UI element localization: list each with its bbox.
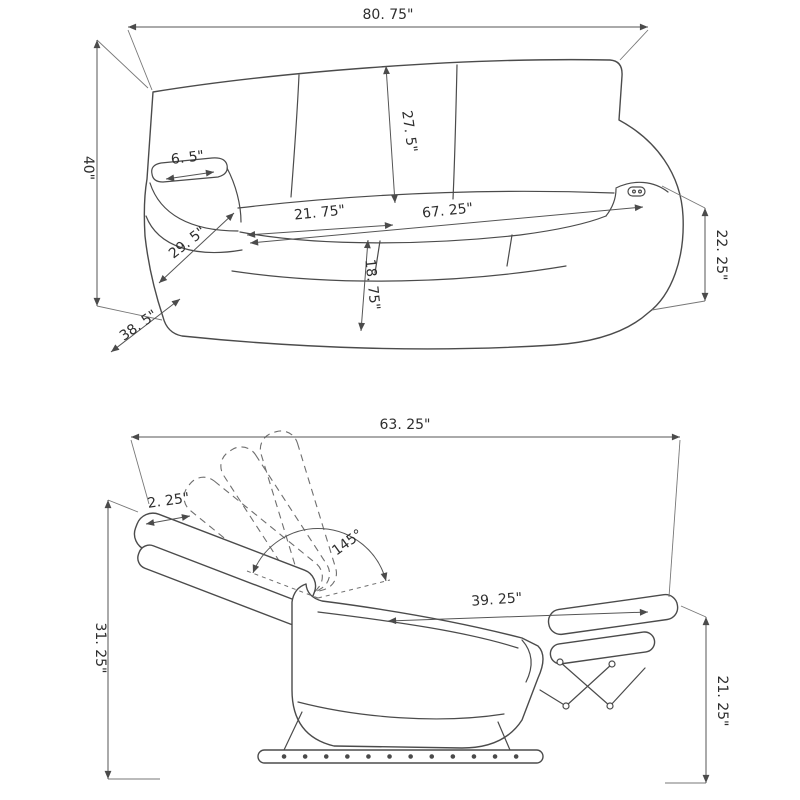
sofa-dim-overall-width: 80. 75" bbox=[127, 7, 649, 91]
angle-arc bbox=[252, 527, 388, 582]
sofa-inner-width-label: 67. 25" bbox=[421, 200, 473, 221]
dimension-line bbox=[145, 514, 191, 526]
linkage-bar bbox=[565, 663, 613, 707]
linkage-bar bbox=[539, 689, 567, 707]
sofa-back-cushion-height-label: 27. 5" bbox=[398, 110, 420, 154]
dimension-line bbox=[249, 204, 644, 246]
left-arm-top-pad bbox=[151, 157, 228, 183]
linkage-joint bbox=[556, 658, 564, 666]
left-arm-inner-edge bbox=[226, 167, 242, 223]
seat-cushion-divider bbox=[374, 240, 381, 274]
sofa-overall-height-label: 40" bbox=[80, 156, 96, 180]
ghost-backrest bbox=[259, 430, 337, 592]
sofa-dim-inner-width: 67. 25" bbox=[249, 200, 644, 246]
backrest-ghost-position bbox=[259, 430, 337, 592]
dimension-line bbox=[383, 65, 398, 204]
body-lower-seam bbox=[297, 701, 505, 720]
extension-line bbox=[130, 439, 150, 505]
sofa-dim-arm-top-width: 6. 5" bbox=[165, 148, 215, 182]
recliner-dim-reclined-length: 63. 25" bbox=[130, 417, 681, 598]
extension-line bbox=[668, 439, 681, 598]
recliner-footrest-extension-label: 39. 25" bbox=[471, 590, 523, 610]
angle-radius-line bbox=[317, 579, 391, 599]
footrest-linkage bbox=[539, 658, 646, 710]
ghost-backrest bbox=[220, 446, 331, 594]
sofa-dim-back-cushion-height: 27. 5" bbox=[383, 65, 420, 204]
extension-line bbox=[651, 300, 706, 311]
sofa-overall-depth-label: 38. 5" bbox=[117, 307, 161, 344]
extension-line bbox=[107, 499, 139, 513]
recliner-dim-footrest-height: 21. 25" bbox=[665, 605, 730, 784]
recliner-diagram: 145° 63. 25" 2. 25" 39. 25" 31. 25" 2 bbox=[92, 417, 730, 784]
linkage-bar bbox=[609, 667, 646, 707]
back-cushion-divider bbox=[452, 64, 458, 200]
recliner-footrest-height-label: 21. 25" bbox=[714, 676, 730, 727]
recliner-dim-overall-height: 31. 25" bbox=[92, 499, 160, 780]
dimension-line bbox=[165, 169, 215, 182]
dimension-line bbox=[110, 298, 181, 353]
extension-line bbox=[96, 39, 149, 89]
armrest-front-seam bbox=[521, 639, 532, 683]
linkage-joint bbox=[606, 702, 614, 710]
recliner-dim-footrest-extension: 39. 25" bbox=[387, 590, 649, 625]
power-button-dot bbox=[631, 189, 636, 194]
sofa-overall-width-label: 80. 75" bbox=[363, 7, 414, 23]
recline-angle-label: 145° bbox=[329, 526, 366, 559]
base-rail-bar bbox=[257, 749, 544, 764]
recliner-dim-headrest-thickness: 2. 25" bbox=[145, 490, 191, 526]
base-support bbox=[283, 711, 303, 751]
sofa-silhouette bbox=[143, 58, 684, 350]
power-button-panel bbox=[627, 186, 646, 197]
linkage-joint bbox=[562, 702, 570, 710]
dimension-line bbox=[387, 608, 649, 625]
base-seam bbox=[231, 265, 567, 282]
right-arm-top-edge bbox=[615, 181, 669, 193]
extension-line bbox=[680, 605, 707, 618]
recliner-body bbox=[291, 583, 544, 749]
sofa-seat-height-label: 18. 75" bbox=[361, 258, 382, 310]
sofa-arm-height-label: 22. 25" bbox=[713, 230, 729, 281]
base-support bbox=[497, 721, 511, 751]
power-button-icon bbox=[627, 186, 646, 197]
seat-back-junction bbox=[237, 190, 615, 209]
sofa-dim-arm-height: 22. 25" bbox=[651, 185, 729, 311]
extension-line bbox=[661, 185, 706, 209]
back-cushion-divider bbox=[290, 74, 300, 198]
extension-line bbox=[127, 29, 153, 91]
armrest-seam bbox=[317, 611, 519, 649]
power-button-dot bbox=[637, 189, 642, 194]
base-rail bbox=[257, 711, 544, 764]
linkage-joint bbox=[608, 660, 616, 668]
dimension-line bbox=[158, 212, 235, 284]
extension-line bbox=[619, 29, 649, 61]
backrest-ghost-position bbox=[220, 446, 331, 594]
sofa-dim-seat-height: 18. 75" bbox=[358, 239, 383, 332]
recliner-reclined-length-label: 63. 25" bbox=[380, 417, 431, 433]
linkage-bar bbox=[559, 661, 611, 707]
dimension-line bbox=[358, 239, 371, 332]
recliner-overall-height-label: 31. 25" bbox=[92, 623, 108, 674]
footrest-lower-pad bbox=[549, 631, 656, 665]
recliner-headrest-thickness-label: 2. 25" bbox=[147, 490, 191, 512]
sofa-arm-top-width-label: 6. 5" bbox=[170, 148, 205, 168]
sofa-diagram: 80. 75" 40" 6. 5" 27. 5" 21. 75" 67. 25"… bbox=[80, 7, 729, 353]
